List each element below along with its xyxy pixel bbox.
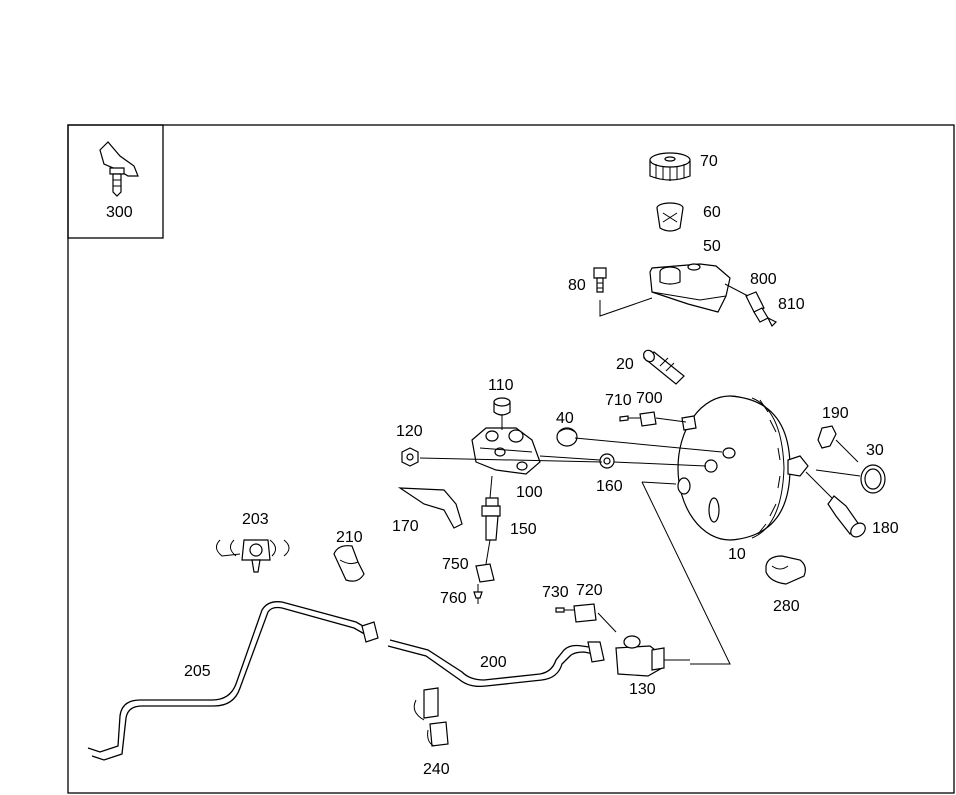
alignment-lines <box>419 414 731 665</box>
label-30: 30 <box>866 442 884 459</box>
label-50: 50 <box>703 238 721 255</box>
label-240: 240 <box>423 761 450 778</box>
part-203-clip-assembly[interactable] <box>216 539 290 573</box>
label-203: 203 <box>242 511 269 528</box>
label-810: 810 <box>778 296 805 313</box>
label-700: 700 <box>636 390 663 407</box>
leader-190 <box>835 439 859 463</box>
part-750-connector[interactable] <box>475 563 495 583</box>
label-210: 210 <box>336 529 363 546</box>
label-10: 10 <box>728 546 746 563</box>
label-205: 205 <box>184 663 211 680</box>
part-170-bracket[interactable] <box>397 487 463 529</box>
part-100-master-cylinder[interactable] <box>471 427 541 475</box>
label-200: 200 <box>480 654 507 671</box>
label-120: 120 <box>396 423 423 440</box>
label-150: 150 <box>510 521 537 538</box>
label-80: 80 <box>568 277 586 294</box>
leader-80 <box>599 297 653 317</box>
label-710: 710 <box>605 392 632 409</box>
part-210-clip[interactable] <box>333 545 365 582</box>
label-130: 130 <box>629 681 656 698</box>
label-60: 60 <box>703 204 721 221</box>
part-300-clip[interactable] <box>99 141 139 197</box>
part-760-screw[interactable] <box>473 591 483 604</box>
diagram-frame <box>67 124 955 794</box>
label-730: 730 <box>542 584 569 601</box>
label-760: 760 <box>440 590 467 607</box>
part-190-bracket[interactable] <box>817 425 837 449</box>
part-60-strainer[interactable] <box>656 202 684 232</box>
leader-30 <box>815 469 861 477</box>
label-160: 160 <box>596 478 623 495</box>
label-190: 190 <box>822 405 849 422</box>
part-30-seal-ring[interactable] <box>860 464 886 494</box>
label-40: 40 <box>556 410 574 427</box>
part-240-clip[interactable] <box>413 687 449 747</box>
label-100: 100 <box>516 484 543 501</box>
label-70: 70 <box>700 153 718 170</box>
label-170: 170 <box>392 518 419 535</box>
part-20-pin[interactable] <box>641 348 685 385</box>
label-720: 720 <box>576 582 603 599</box>
label-110: 110 <box>488 377 514 394</box>
label-20: 20 <box>616 356 634 373</box>
part-180-pushrod[interactable] <box>805 471 868 540</box>
part-160-washer[interactable] <box>599 453 615 469</box>
label-300: 300 <box>106 204 133 221</box>
part-80-bolt[interactable] <box>593 267 607 293</box>
part-120-nut[interactable] <box>401 447 419 467</box>
part-70-cap[interactable] <box>649 152 691 181</box>
part-700-bracket[interactable] <box>619 411 687 427</box>
label-280: 280 <box>773 598 800 615</box>
inset-box <box>67 124 164 239</box>
part-800-switch[interactable] <box>745 291 778 328</box>
part-720-connector[interactable] <box>573 603 597 623</box>
part-150-sensor[interactable] <box>481 497 501 541</box>
part-40-plug[interactable] <box>556 427 578 447</box>
part-730-screw[interactable] <box>555 607 565 613</box>
part-200-vacuum-line[interactable] <box>387 639 605 688</box>
label-180: 180 <box>872 520 899 537</box>
part-50-reservoir[interactable] <box>649 263 731 313</box>
label-800: 800 <box>750 271 777 288</box>
leader-800 <box>724 283 749 297</box>
part-10-brake-booster[interactable] <box>677 395 809 541</box>
part-110-seal[interactable] <box>493 397 511 416</box>
part-130-check-valve[interactable] <box>615 635 690 677</box>
part-205-brake-line[interactable] <box>87 601 379 761</box>
part-280-grommet[interactable] <box>765 555 806 585</box>
label-750: 750 <box>442 556 469 573</box>
